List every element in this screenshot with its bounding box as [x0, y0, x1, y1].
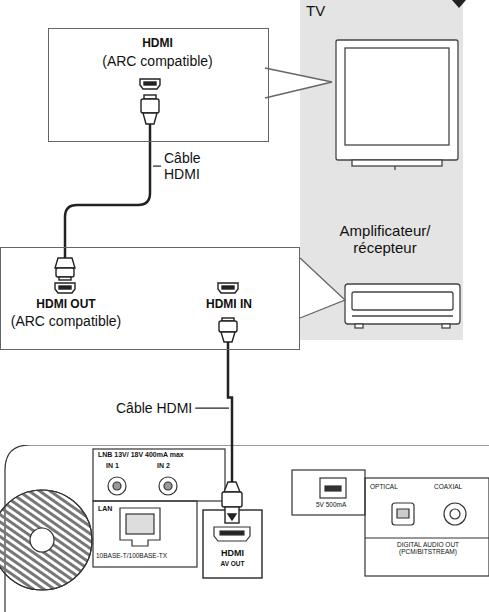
- tv-illustration: [394, 166, 395, 170]
- rear-panel: [392, 503, 414, 525]
- rear-panel: [450, 509, 460, 519]
- amplifier-callout-box: HDMI OUT(ARC compatible) HDMI IN: [0, 247, 300, 350]
- box-two-out-port: [56, 268, 74, 277]
- device-group-panel: TV Amplificateur/ récepteur: [300, 0, 463, 340]
- rear-panel-hdmi-plug: [228, 514, 236, 520]
- box-two-in-port: [222, 286, 234, 289]
- amplifier-illustration: [352, 315, 453, 316]
- rear-panel: [325, 486, 341, 491]
- rear-panel: [0, 445, 489, 612]
- box-two-out-port: [55, 283, 75, 293]
- grey-panel: [300, 0, 463, 340]
- box-one-hdmi-port: [143, 113, 157, 124]
- panel-marking: DIGITAL AUDIO OUT (PCM/BITSTREAM): [370, 541, 486, 556]
- panel-marking: LNB 13V/ 18V 400mA max: [98, 451, 184, 459]
- hdmi-cable: [65, 142, 161, 247]
- port-note: (ARC compatible): [49, 53, 266, 69]
- rear-panel: [320, 478, 346, 498]
- rear-panel: [397, 509, 409, 518]
- rear-panel-hdmi-plug: [224, 482, 240, 492]
- port-name: HDMI OUT: [6, 298, 126, 312]
- box-one-hdmi-port: [140, 79, 160, 89]
- leader-line: [153, 165, 161, 166]
- panel-marking: IN 1: [106, 462, 119, 470]
- rear-panel-hdmi-plug: [222, 492, 242, 507]
- rear-panel: [93, 501, 197, 567]
- amplifier-illustration: [442, 324, 450, 328]
- rear-panel: [214, 527, 250, 541]
- box-two-ground: [0, 247, 300, 350]
- rear-panel-hdmi-plug: [231, 445, 234, 482]
- box-one-hdmi-port: [144, 82, 156, 85]
- panel-marking: COAXIAL: [434, 483, 462, 490]
- tv-illustration: [345, 48, 449, 145]
- box-one-hdmi-port: [141, 99, 159, 113]
- tv-illustration: [336, 40, 458, 160]
- rear-panel: [164, 482, 172, 490]
- amplifier-illustration: [352, 292, 453, 310]
- rear-panel: [203, 510, 262, 578]
- panel-marking: OPTICAL: [370, 483, 398, 490]
- device-label: TV: [306, 2, 325, 19]
- hdmi-cable: [195, 350, 232, 445]
- box-one-hdmi-port: [140, 79, 160, 142]
- box-two-out-port: [64, 247, 67, 258]
- rear-panel-hdmi-plug: [225, 507, 239, 523]
- box-two-out-port: [55, 247, 75, 293]
- rear-panel-hdmi-plug: [222, 445, 242, 523]
- rear-panel: [93, 449, 225, 501]
- box-two-in-port: [219, 321, 237, 332]
- port-note: (ARC compatible): [1, 313, 131, 329]
- panel-marking: AV OUT: [203, 560, 262, 567]
- rear-panel: [30, 528, 54, 552]
- rear-panel: [220, 531, 244, 535]
- grey-panel: [300, 0, 466, 340]
- box-two-ground: [0, 247, 300, 350]
- rear-panel: [292, 470, 365, 515]
- rear-panel: [159, 477, 177, 495]
- tv-illustration: [336, 40, 458, 170]
- rear-panel: [365, 537, 489, 538]
- rear-panel: [365, 478, 489, 576]
- panel-marking: LAN: [98, 505, 112, 513]
- box-two-in-port: [221, 332, 235, 342]
- port-name: HDMI: [49, 37, 266, 51]
- port-name: HDMI IN: [184, 298, 274, 312]
- amplifier-illustration: [345, 284, 460, 324]
- callout-pointers: [300, 258, 345, 318]
- callout-pointers: [265, 68, 332, 98]
- tv-callout-box: HDMI (ARC compatible): [48, 28, 269, 142]
- cable-line: [228, 350, 232, 445]
- leader-line: [195, 407, 229, 408]
- rear-panel: [444, 503, 466, 525]
- box-two-in-port: [227, 342, 230, 350]
- panel-marking: 5V 500mA: [316, 501, 346, 508]
- panel-marking: HDMI: [203, 548, 262, 558]
- box-two-out-port: [59, 286, 71, 289]
- panel-marking: 10BASE-T/100BASE-TX: [96, 552, 167, 559]
- box-one-hdmi-port: [149, 124, 152, 142]
- box-two-out-port: [59, 277, 71, 280]
- amplifier-illustration: [345, 284, 460, 328]
- box-two-in-port: [218, 283, 238, 293]
- cable-label: Câble HDMI: [164, 150, 222, 182]
- box-two-out-port: [55, 258, 75, 268]
- panel-marking: IN 2: [157, 462, 170, 470]
- rear-panel: [108, 477, 126, 495]
- rear-panel: [0, 490, 92, 590]
- rear-panel: [0, 490, 92, 590]
- rear-panel: [120, 508, 160, 546]
- amplifier-illustration: [355, 324, 363, 328]
- rear-panel: LNB 13V/ 18V 400mA max IN 1 IN 2 LAN 10BASE-…: [0, 445, 489, 612]
- rear-panel: [126, 514, 154, 534]
- box-two-in-port: [218, 283, 238, 350]
- rear-panel: [113, 482, 121, 490]
- device-label: Amplificateur/ récepteur: [310, 222, 460, 257]
- grey-panel: [452, 0, 466, 8]
- cable-label: Câble HDMI: [116, 400, 192, 416]
- tv-illustration: [352, 160, 442, 166]
- cable-line: [65, 142, 150, 247]
